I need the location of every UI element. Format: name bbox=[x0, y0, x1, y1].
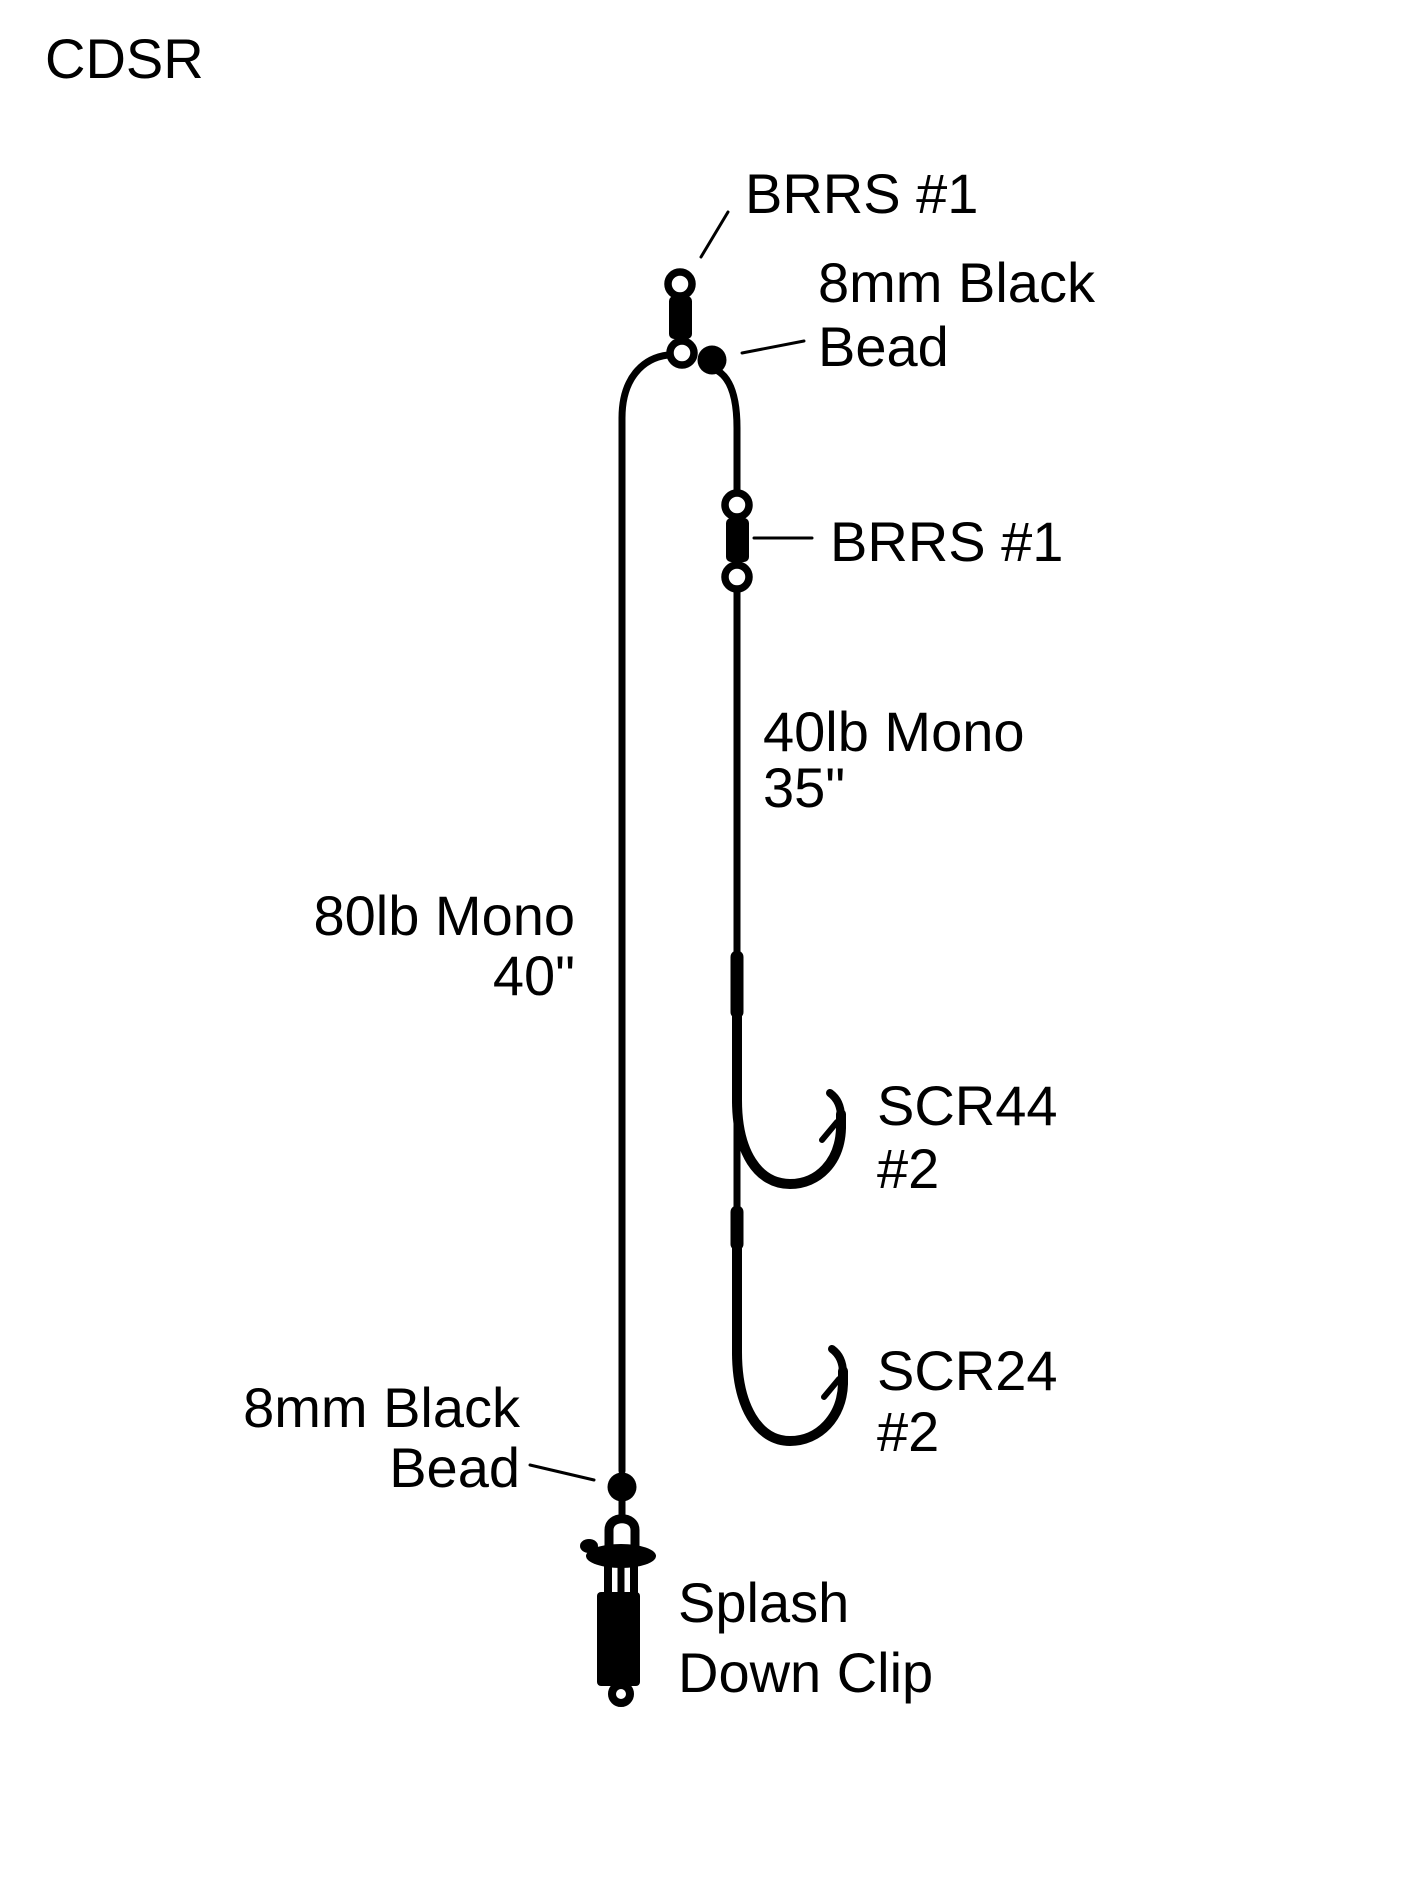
label-mid-swivel: BRRS #1 bbox=[830, 510, 1063, 573]
mid-swivel bbox=[721, 489, 753, 593]
label-hook-bottom-line2: #2 bbox=[877, 1400, 939, 1463]
label-top-bead-line1: 8mm Black bbox=[818, 251, 1096, 314]
label-main-line-line2: 40" bbox=[493, 944, 575, 1007]
label-dropper-line-line2: 35" bbox=[763, 756, 845, 819]
label-hook-top-line1: SCR44 bbox=[877, 1074, 1058, 1137]
label-hook-top-line2: #2 bbox=[877, 1137, 939, 1200]
clip-post-middle bbox=[617, 1564, 625, 1596]
hook-scr44-bend bbox=[732, 1095, 846, 1190]
top-swivel-upper-eye bbox=[664, 268, 696, 300]
label-bottom-bead-line2: Bead bbox=[389, 1436, 520, 1499]
hook-scr24-barb bbox=[821, 1376, 842, 1400]
label-dropper-line-line1: 40lb Mono bbox=[763, 700, 1025, 763]
mid-swivel-upper-eye bbox=[721, 489, 753, 521]
diagram-title: CDSR bbox=[45, 27, 204, 90]
leader-bottom-bead bbox=[528, 1463, 596, 1482]
top-swivel bbox=[664, 268, 698, 369]
clip-flange-lip bbox=[580, 1539, 598, 1553]
splash-down-clip bbox=[580, 1496, 656, 1707]
label-bottom-bead-line1: 8mm Black bbox=[243, 1376, 521, 1439]
leader-top-swivel bbox=[699, 210, 730, 259]
clip-bottom-loop bbox=[608, 1681, 634, 1707]
hook-scr44 bbox=[730, 950, 846, 1190]
label-top-bead-line2: Bead bbox=[818, 315, 949, 378]
hook-scr44-point bbox=[826, 1089, 845, 1121]
label-top-swivel: BRRS #1 bbox=[745, 162, 978, 225]
bottom-bead bbox=[607, 1472, 637, 1502]
clip-post-right bbox=[630, 1564, 638, 1596]
mid-swivel-lower-eye bbox=[721, 561, 753, 593]
label-main-line-line1: 80lb Mono bbox=[313, 884, 575, 947]
hook-scr24 bbox=[730, 1205, 848, 1447]
clip-top-loop bbox=[604, 1514, 640, 1551]
top-bead bbox=[697, 345, 727, 375]
clip-body bbox=[597, 1592, 640, 1686]
hook-scr24-point bbox=[828, 1345, 847, 1377]
top-swivel-body bbox=[669, 296, 692, 339]
label-hook-bottom-line1: SCR24 bbox=[877, 1339, 1058, 1402]
top-swivel-lower-eye bbox=[666, 337, 698, 369]
hook-scr44-barb bbox=[819, 1119, 840, 1143]
leader-top-bead bbox=[740, 339, 806, 355]
mid-swivel-body bbox=[726, 518, 749, 562]
clip-flange bbox=[586, 1544, 656, 1568]
label-clip-line1: Splash bbox=[678, 1571, 849, 1634]
hook-scr24-bend bbox=[732, 1347, 848, 1447]
label-clip-line2: Down Clip bbox=[678, 1641, 933, 1704]
clip-post-left bbox=[604, 1564, 612, 1596]
main-line-80lb bbox=[618, 351, 672, 1475]
